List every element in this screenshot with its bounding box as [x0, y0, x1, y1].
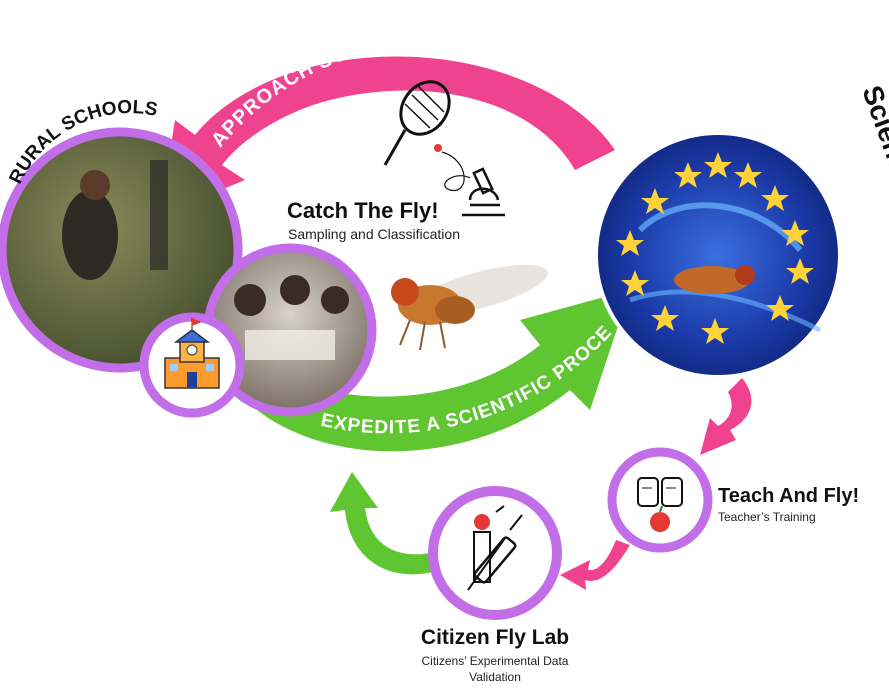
- classroom-photo: [203, 243, 377, 417]
- catch-the-fly-subtitle: Sampling and Classification: [288, 226, 460, 242]
- citizen-fly-lab-subtitle-line1: Citizens’ Experimental Data: [421, 654, 569, 668]
- microscope-icon: [462, 167, 505, 217]
- school-building-icon: [139, 312, 245, 418]
- citizen-fly-lab-title: Citizen Fly Lab: [420, 626, 570, 649]
- scientists-title: Scientists: [856, 81, 889, 216]
- teach-and-fly-title: Teach And Fly!: [718, 485, 860, 507]
- teacher-apple-icon: [607, 447, 713, 553]
- approach-arrow: [160, 56, 615, 216]
- citizen-fly-lab-subtitle-line2: Validation: [469, 670, 521, 684]
- rural-school-photo: [0, 127, 243, 373]
- catch-the-fly-title: Catch The Fly!: [287, 198, 439, 223]
- teach-and-fly-subtitle: Teacher’s Training: [718, 510, 816, 524]
- small-fly-icon: [434, 144, 442, 152]
- scientist-syringe-icon: [428, 486, 562, 620]
- expedite-arrow: [245, 290, 630, 452]
- green-arrow-to-schools: [330, 472, 440, 575]
- pink-arrow-to-lab: [560, 540, 630, 590]
- fruit-fly-illustration: [391, 264, 548, 351]
- pink-arrow-to-teach: [700, 378, 752, 455]
- eu-scientists-image: [594, 131, 842, 379]
- insect-net-icon: [383, 80, 451, 166]
